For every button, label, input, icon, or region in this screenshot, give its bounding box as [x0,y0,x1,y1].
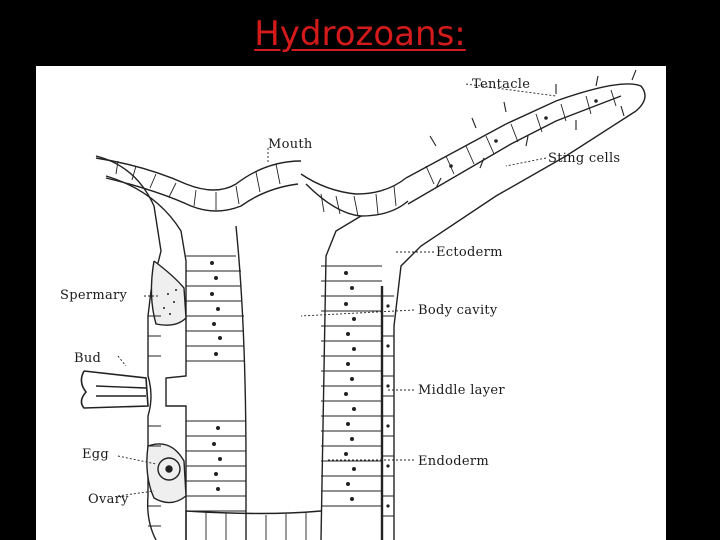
spermary [150,260,187,326]
mouth-lip-left-inner [105,177,299,212]
label-sting-cells: Sting cells [548,151,620,166]
label-ovary: Ovary [88,492,129,507]
egg [157,457,181,481]
label-body-cavity: Body cavity [418,303,498,318]
slide-title: Hydrozoans: [254,14,466,54]
mouth-lip-left [95,157,302,191]
label-spermary: Spermary [60,288,128,303]
ovary [146,443,187,504]
label-endoderm: Endoderm [418,454,489,469]
bud-inner [95,385,147,397]
label-egg: Egg [82,447,109,462]
bud [80,370,149,409]
label-middle-layer: Middle layer [418,383,505,398]
label-bud: Bud [74,351,101,366]
hydra-diagram-panel: Tentacle Mouth Sting cells Ectoderm Sper… [36,66,666,540]
mouth-lip-right [300,173,407,195]
label-mouth: Mouth [268,137,313,152]
label-ectoderm: Ectoderm [436,245,503,260]
right-body-wall-outer [393,83,646,540]
left-gastric-edge [235,225,247,540]
right-body-wall-inner [407,95,622,205]
endoderm-inner [320,215,362,540]
label-tentacle: Tentacle [472,77,530,92]
